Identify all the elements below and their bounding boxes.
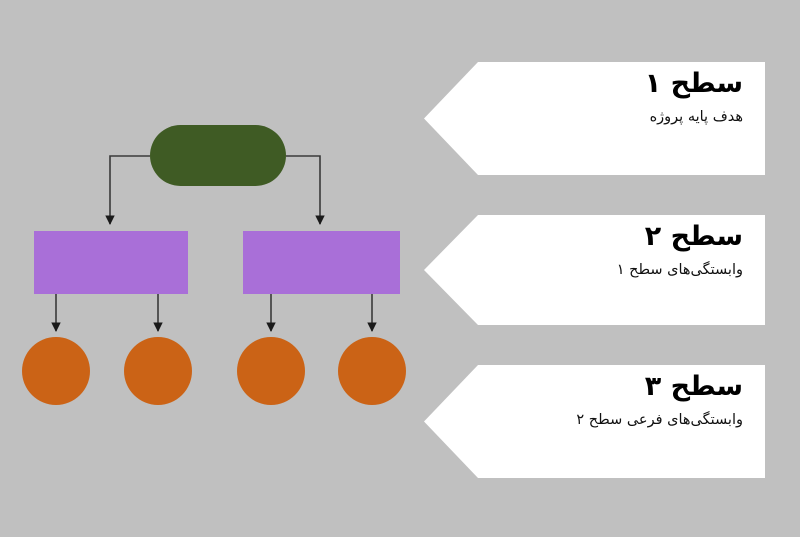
connector-root-to-l2b xyxy=(286,155,325,225)
connector-root-to-l2a xyxy=(105,155,150,225)
node-level3-4[interactable] xyxy=(338,337,406,405)
node-level3-3[interactable] xyxy=(237,337,305,405)
banner-shape-level-2 xyxy=(424,215,765,325)
node-level1-root[interactable] xyxy=(150,125,286,186)
banner-shape-level-1 xyxy=(424,62,765,175)
node-level2-1[interactable] xyxy=(34,231,188,294)
node-level3-1[interactable] xyxy=(22,337,90,405)
node-level3-2[interactable] xyxy=(124,337,192,405)
banner-shape-level-3 xyxy=(424,365,765,478)
node-level2-2[interactable] xyxy=(243,231,400,294)
